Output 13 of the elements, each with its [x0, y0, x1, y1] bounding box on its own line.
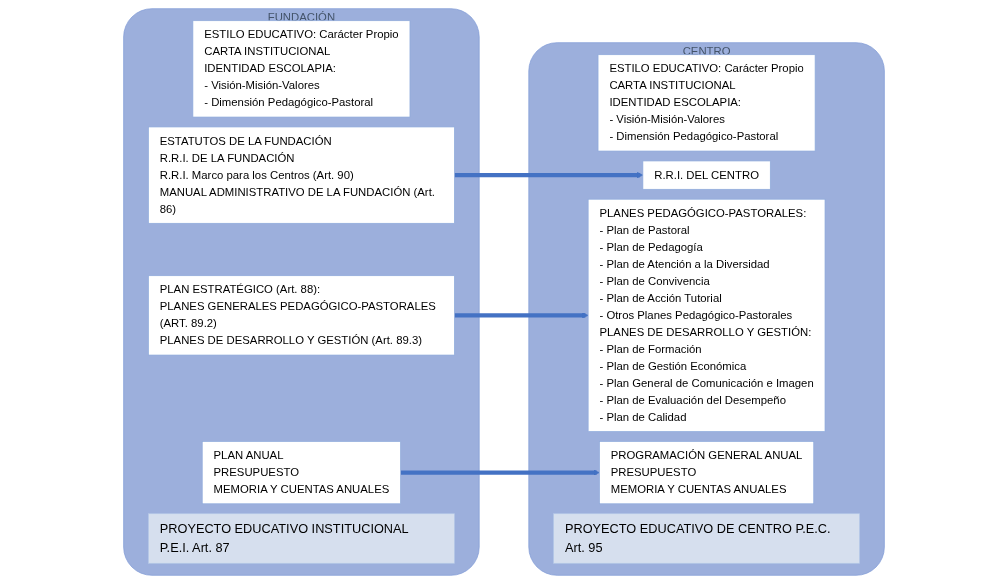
node-box: PLAN ANUAL PRESUPUESTO MEMORIA Y CUENTAS ANUALES [201, 440, 401, 504]
arrow [400, 469, 600, 476]
node-box: PLANES PEDAGÓGICO-PASTORALES: - Plan de Pastoral - Plan de Pedagogía - Plan de Atención a la Diversidad - Plan de Convivencia - Plan de Acción Tutorial - Otros Planes Pedagógico-Pastorales PLANES DE DESARROLLO Y GESTIÓN: - Plan de Formación - Plan de Gestión Económica - Plan General de Comunicación e Imagen - Plan de Evaluación del Desempeño - Plan de Calidad [587, 198, 825, 432]
node-box: PROYECTO EDUCATIVO DE CENTRO P.E.C. Art. 95 [552, 512, 860, 564]
node-box: ESTILO EDUCATIVO: Carácter Propio CARTA INSTITUCIONAL IDENTIDAD ESCOLAPIA: - Visión-Misión-Valores - Dimensión Pedagógico-Pastoral [597, 53, 815, 151]
arrow [453, 171, 643, 178]
node-box: PROGRAMACIÓN GENERAL ANUAL PRESUPUESTO MEMORIA Y CUENTAS ANUALES [598, 440, 814, 504]
arrow [453, 311, 588, 318]
node-box: ESTILO EDUCATIVO: Carácter Propio CARTA INSTITUCIONAL IDENTIDAD ESCOLAPIA: - Visión-Misión-Valores - Dimensión Pedagógico-Pastoral [192, 19, 410, 117]
node-box: PROYECTO EDUCATIVO INSTITUCIONAL P.E.I. Art. 87 [147, 512, 455, 564]
node-box: ESTATUTOS DE LA FUNDACIÓN R.R.I. DE LA FUNDACIÓN R.R.I. Marco para los Centros (Art. 90) MANUAL ADMINISTRATIVO DE LA FUNDACIÓN (Art. 86) [147, 126, 455, 224]
node-box: R.R.I. DEL CENTRO [642, 160, 771, 190]
node-box: PLAN ESTRATÉGICO (Art. 88): PLANES GENERALES PEDAGÓGICO-PASTORALES (ART. 89.2) PLANES DE DESARROLLO Y GESTIÓN (Art. 89.3) [147, 274, 455, 355]
